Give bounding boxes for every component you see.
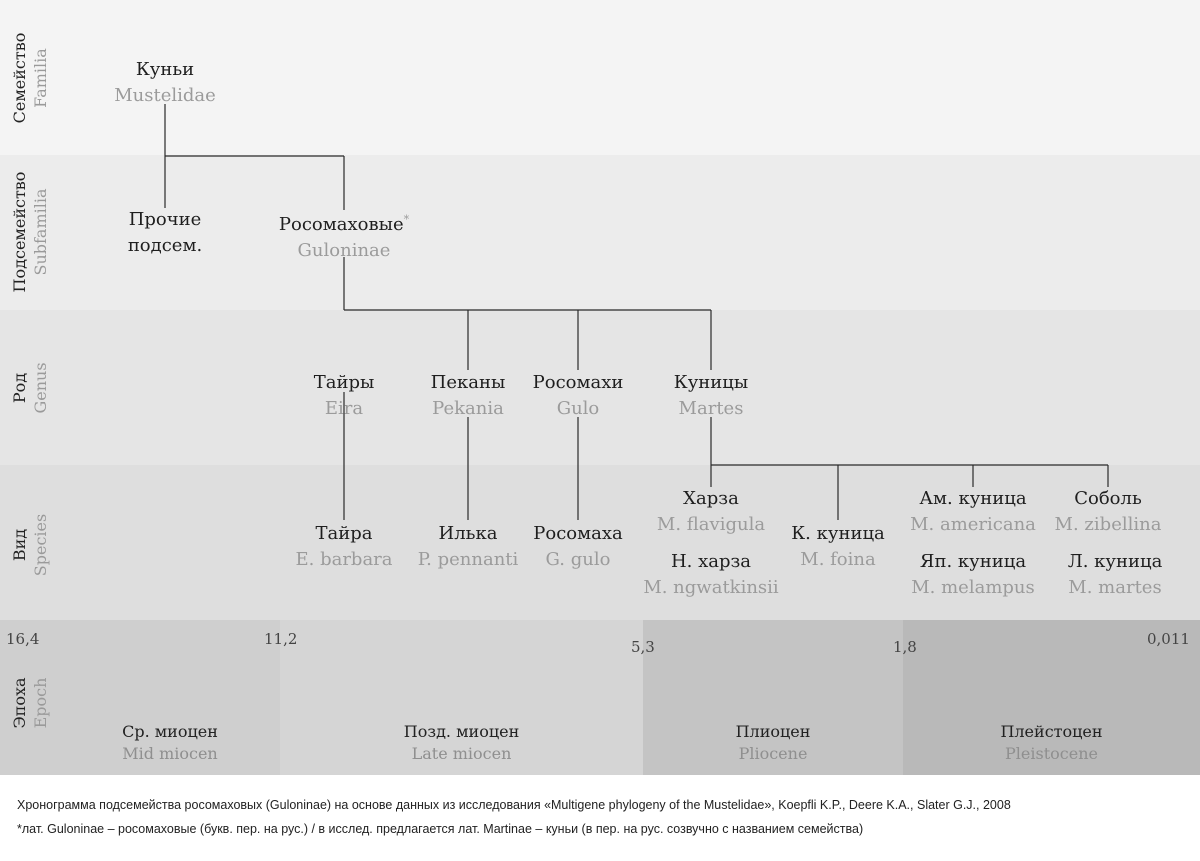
- node-g-gulo: Росомаха G. gulo: [533, 523, 623, 570]
- band-familia: [0, 0, 1200, 155]
- epoch-la: Mid miocen: [122, 744, 218, 763]
- epoch-la: Pliocene: [738, 744, 808, 763]
- epoch-pleistocene: Плейстоцен Pleistocene: [903, 620, 1200, 775]
- epoch-ru: Плейстоцен: [1000, 722, 1103, 741]
- node-martes: Куницы Martes: [673, 372, 749, 419]
- node-eira: Тайры Eira: [313, 372, 375, 419]
- node-other-subfamilies: Прочие подсем.: [127, 209, 203, 256]
- band-species: [0, 465, 1200, 620]
- footnote-mark: *: [403, 213, 410, 226]
- tick-1-8: 1,8: [893, 638, 917, 656]
- node-p-pennanti: Илька P. pennanti: [417, 523, 519, 570]
- epoch-la: Pleistocene: [1005, 744, 1098, 763]
- epoch-ru: Плиоцен: [735, 722, 811, 741]
- tick-0-011: 0,011: [1147, 630, 1190, 648]
- epoch-pliocene: Плиоцен Pliocene: [643, 620, 903, 775]
- caption-line-1: Хронограмма подсемейства росомаховых (Gu…: [17, 798, 1011, 812]
- node-e-barbara: Тайра E. barbara: [295, 523, 393, 570]
- epoch-late-miocene: Позд. миоцен Late miocen: [280, 620, 643, 775]
- band-subfamilia: [0, 155, 1200, 310]
- tick-11-2: 11,2: [264, 630, 298, 648]
- node-mustelidae: Куньи Mustelidae: [114, 59, 216, 106]
- node-m-flavigula: Харза M. flavigula: [656, 488, 766, 535]
- node-guloninae: Росомаховые* Guloninae: [278, 213, 410, 261]
- node-m-ngwatkinsii: Н. харза M. ngwatkinsii: [643, 551, 779, 598]
- tick-5-3: 5,3: [631, 638, 655, 656]
- epoch-la: Late miocen: [411, 744, 512, 763]
- node-m-martes: Л. куница M. martes: [1067, 551, 1163, 598]
- caption-line-2: *лат. Guloninae – росомаховые (букв. пер…: [17, 822, 864, 836]
- tick-16-4: 16,4: [6, 630, 40, 648]
- band-genus: [0, 310, 1200, 465]
- epoch-mid-miocene: Ср. миоцен Mid miocen: [0, 620, 280, 775]
- node-m-zibellina: Соболь M. zibellina: [1054, 488, 1162, 535]
- node-m-melampus: Яп. куница M. melampus: [911, 551, 1035, 598]
- epoch-ru: Ср. миоцен: [122, 722, 218, 741]
- node-gulo: Росомахи Gulo: [532, 372, 624, 419]
- phylogeny-tree-lines: [164, 104, 1109, 520]
- node-m-americana: Ам. куница M. americana: [910, 488, 1036, 535]
- epoch-ru: Позд. миоцен: [403, 722, 520, 741]
- node-pekania: Пеканы Pekania: [430, 372, 506, 419]
- node-m-foina: К. куница M. foina: [791, 523, 885, 570]
